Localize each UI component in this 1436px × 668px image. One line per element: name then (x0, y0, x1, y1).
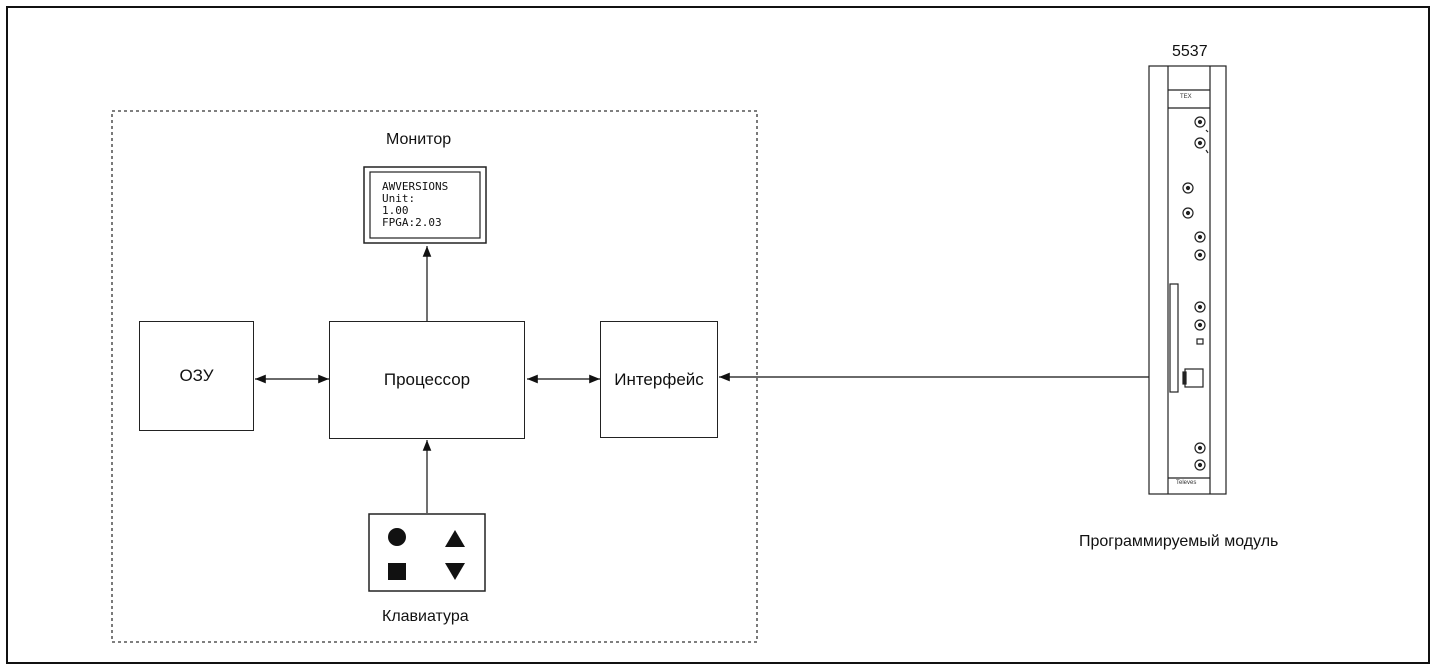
lcd-line-2: Unit: (382, 192, 416, 205)
module-brand-label: Televes (1176, 480, 1197, 486)
monitor-display (363, 166, 487, 244)
triangle-up-icon (445, 530, 465, 547)
triangle-down-icon (445, 563, 465, 580)
ram-box: ОЗУ (139, 321, 254, 431)
module-caption: Программируемый модуль (1079, 533, 1279, 550)
processor-box: Процессор (329, 321, 525, 439)
lcd-line-4: FPGA:2.03 (382, 216, 442, 229)
module-top-label: TEX (1180, 94, 1192, 100)
processor-label: Процессор (383, 370, 471, 389)
module-panel (1148, 65, 1227, 495)
monitor-label: Монитор (386, 131, 452, 148)
module-number-label: 5537 (1172, 43, 1208, 60)
keyboard-box (368, 513, 486, 592)
keyboard-label: Клавиатура (382, 608, 469, 625)
interface-label: Интерфейс (614, 369, 704, 389)
interface-box: Интерфейс (600, 321, 718, 438)
circle-icon (388, 528, 406, 546)
lcd-line-1: AWVERSIONS (382, 180, 449, 193)
square-icon (388, 563, 406, 580)
ram-label: ОЗУ (179, 366, 214, 385)
outer-frame (6, 6, 1430, 664)
lcd-line-3: 1.00 (382, 204, 409, 217)
connector-icon (1182, 116, 1206, 471)
